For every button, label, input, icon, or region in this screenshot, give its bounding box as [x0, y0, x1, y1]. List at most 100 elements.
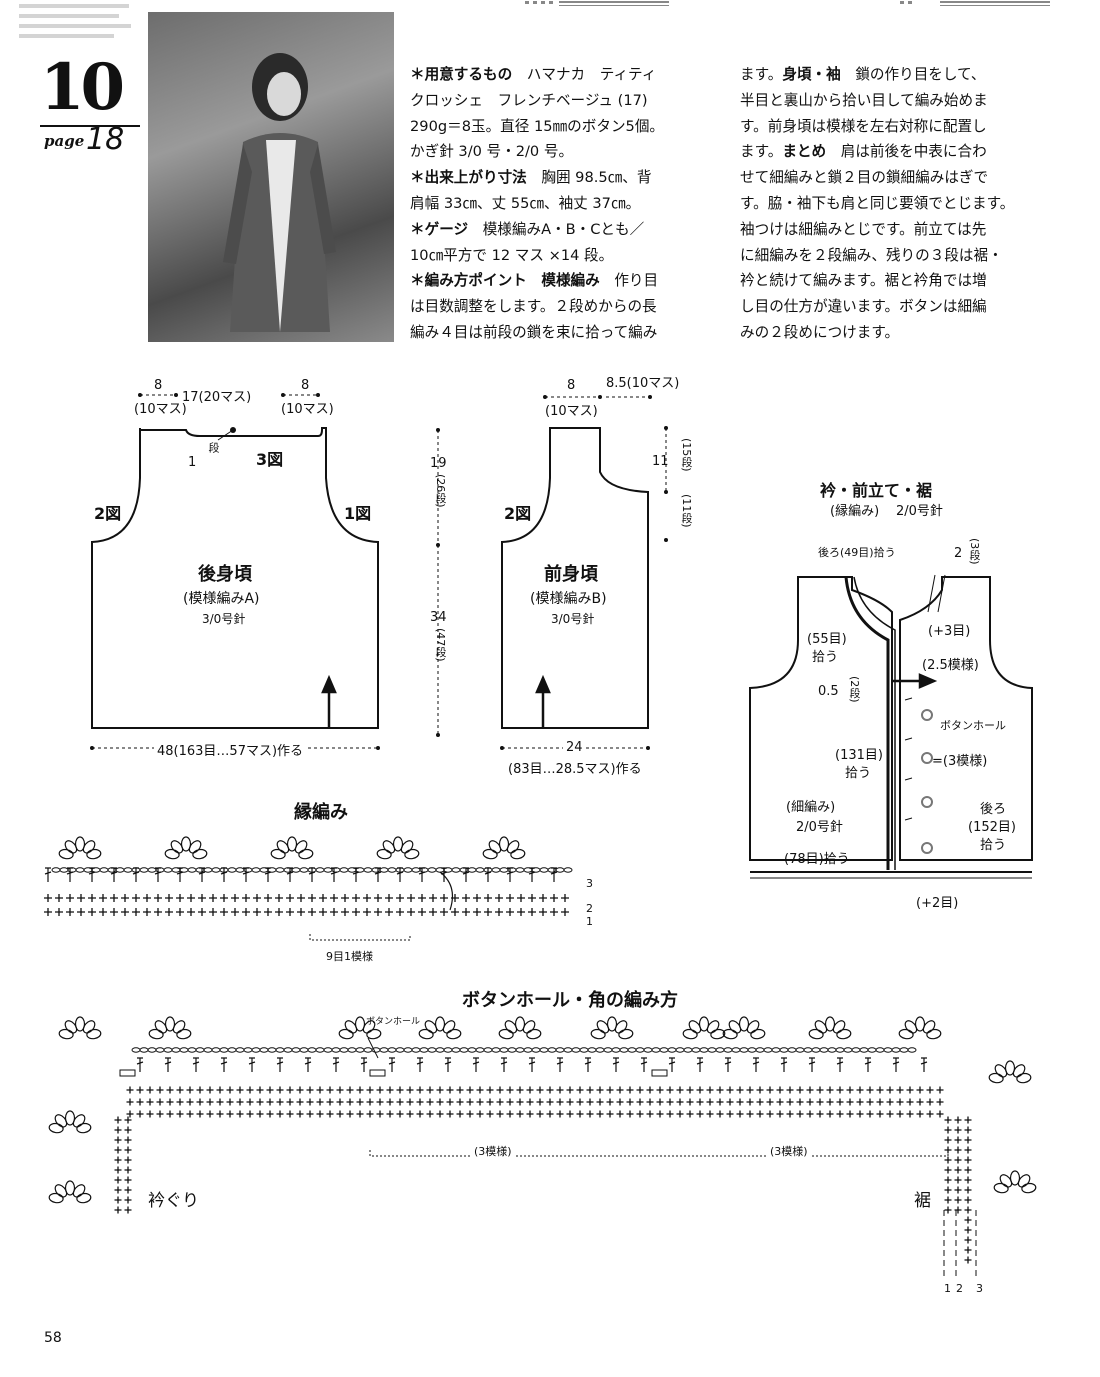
sc-stitch [746, 1086, 754, 1094]
sc-stitch [55, 908, 63, 916]
border-subtitle: (縁編み) [830, 504, 880, 519]
sc-stitch [286, 908, 294, 916]
sc-stitch [964, 1256, 972, 1264]
chain-stitch [635, 1047, 645, 1053]
text-bold: ＊編み方ポイント 模様編み [410, 272, 600, 290]
chain-stitch [795, 1047, 805, 1053]
sc-stitch [856, 1110, 864, 1118]
join-chain [439, 871, 453, 911]
picot-petal [82, 840, 96, 854]
text-line: 肩幅 33㎝、丈 55㎝、袖丈 37㎝。 [410, 191, 664, 217]
chain-stitch [499, 867, 509, 873]
sc-stitch [154, 894, 162, 902]
chain-stitch [403, 867, 413, 873]
picot-petal [404, 848, 420, 860]
sc-stitch [156, 1086, 164, 1094]
sc-stitch [176, 1110, 184, 1118]
chain-stitch [387, 1047, 397, 1053]
sc-stitch [954, 1166, 962, 1174]
picot-petal [914, 1016, 926, 1032]
chain-stitch [147, 867, 157, 873]
chain-stitch [291, 1047, 301, 1053]
sc-stitch [536, 1110, 544, 1118]
chain-stitch [691, 1047, 701, 1053]
sc-stitch [944, 1156, 952, 1164]
sc-stitch [451, 908, 459, 916]
chain-stitch [411, 867, 421, 873]
sc-stitch [186, 1098, 194, 1106]
sc-stitch [936, 1098, 944, 1106]
sc-stitch [495, 908, 503, 916]
picot-petal [510, 848, 526, 860]
sc-stitch [786, 1086, 794, 1094]
sc-stitch [506, 908, 514, 916]
picot-petal [418, 1028, 434, 1040]
chain-stitch [707, 1047, 717, 1053]
sc-stitch [876, 1098, 884, 1106]
chain-stitch [899, 1047, 909, 1053]
sc-stitch [356, 1110, 364, 1118]
sc-stitch [256, 1086, 264, 1094]
chain-stitch [251, 1047, 261, 1053]
back-fig3: 3図 [256, 450, 284, 469]
sc-stitch [264, 908, 272, 916]
picot-petal [498, 1028, 514, 1040]
sc-stitch [236, 1098, 244, 1106]
sc-stitch [316, 1110, 324, 1118]
text-line: 10㎝平方で 12 マス ×14 段。 [410, 243, 664, 269]
chain-stitch [347, 1047, 357, 1053]
border-pick55b: 拾う [812, 650, 839, 665]
sc-stitch [561, 894, 569, 902]
dc-stitch [472, 1057, 480, 1072]
sc-stitch [954, 1156, 962, 1164]
text-rest: 10㎝平方で 12 マス ×14 段。 [410, 246, 614, 264]
sc-stitch [926, 1110, 934, 1118]
chain-stitch [723, 1047, 733, 1053]
sc-stitch [242, 894, 250, 902]
sc-stitch [856, 1098, 864, 1106]
sc-stitch [264, 894, 272, 902]
sc-stitch [954, 1126, 962, 1134]
picot-petal [48, 1122, 64, 1134]
text-rest: 模様編みA・B・Cとも／ [468, 220, 645, 238]
text-line: ＊ゲージ 模様編みA・B・Cとも／ [410, 217, 664, 243]
picot-petal [746, 1020, 760, 1034]
sc-stitch [916, 1086, 924, 1094]
buttonhole-slot [369, 1069, 386, 1077]
text-rest: 袖つけは細編みとじです。前立ては先 [740, 220, 987, 238]
border-back152a: 後ろ [980, 802, 1007, 817]
text-rest: 肩幅 33㎝、丈 55㎝、袖丈 37㎝。 [410, 194, 641, 212]
chain-stitch [355, 1047, 365, 1053]
dc-stitch [556, 1057, 564, 1072]
chain-stitch [395, 1047, 405, 1053]
chain-stitch [75, 867, 85, 873]
chain-stitch [483, 1047, 493, 1053]
sc-stitch [550, 894, 558, 902]
sc-stitch [296, 1110, 304, 1118]
sc-stitch [124, 1176, 132, 1184]
sc-stitch [319, 894, 327, 902]
sc-stitch [220, 894, 228, 902]
sc-stitch [136, 1098, 144, 1106]
chain-stitch [83, 867, 93, 873]
dc-stitch [696, 1057, 704, 1072]
height-lower-rows: (47段) [434, 628, 447, 662]
chain-stitch [803, 1047, 813, 1053]
picot-petal [824, 1016, 836, 1032]
chain-stitch [315, 867, 325, 873]
chain-stitch [139, 1047, 149, 1053]
sc-stitch [114, 1176, 122, 1184]
sc-stitch [476, 1098, 484, 1106]
text-rest: クロッシェ フレンチベージュ (17) [410, 91, 648, 109]
sc-stitch [66, 908, 74, 916]
sc-stitch [736, 1110, 744, 1118]
sc-stitch [216, 1110, 224, 1118]
corner-chart [40, 1010, 1040, 1300]
picot-petal [270, 848, 286, 860]
sc-stitch [426, 1086, 434, 1094]
chain-stitch [499, 1047, 509, 1053]
sc-stitch [186, 1110, 194, 1118]
chain-stitch [755, 1047, 765, 1053]
picot-petal [338, 1028, 354, 1040]
sc-stitch [366, 1110, 374, 1118]
